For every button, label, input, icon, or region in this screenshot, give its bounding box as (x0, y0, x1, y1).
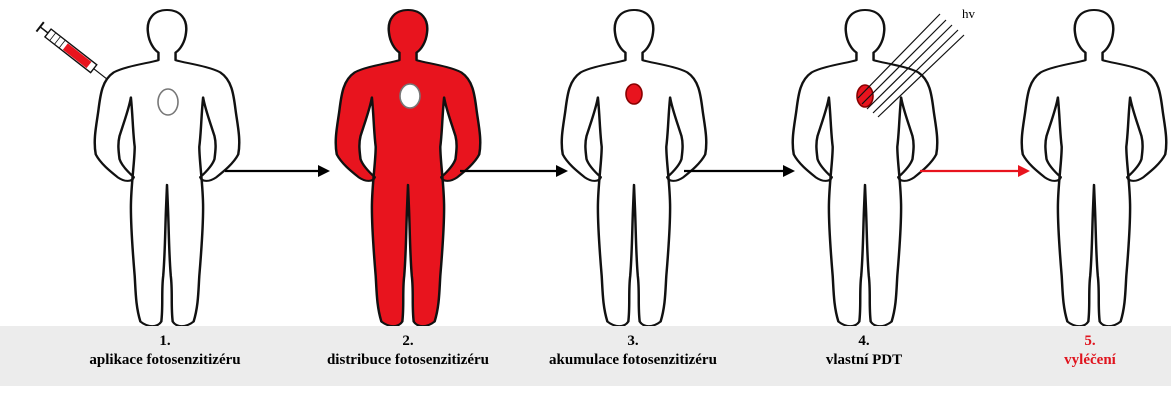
step-4-label: vlastní PDT (749, 351, 979, 370)
step-3-number: 3. (518, 332, 748, 351)
step-2-number: 2. (293, 332, 523, 351)
step-1-number: 1. (50, 332, 280, 351)
figure-5 (1022, 10, 1167, 326)
figure-4 (793, 10, 938, 326)
step-1-caption: 1. aplikace fotosenzitizéru (50, 332, 280, 370)
light-label: hv (962, 6, 975, 22)
tumor-outline-1 (158, 89, 178, 115)
step-4-number: 4. (749, 332, 979, 351)
step-5-caption: 5. vyléčení (975, 332, 1171, 370)
arrow-4 (920, 165, 1030, 177)
syringe-icon (36, 22, 110, 83)
step-3-label: akumulace fotosenzitizéru (518, 351, 748, 370)
figure-3 (562, 10, 707, 326)
arrow-1 (225, 165, 330, 177)
arrow-2 (460, 165, 568, 177)
tumor-red-3 (626, 84, 642, 104)
step-2-label: distribuce fotosenzitizéru (293, 351, 523, 370)
step-1-label: aplikace fotosenzitizéru (50, 351, 280, 370)
figure-2 (336, 10, 481, 326)
step-3-caption: 3. akumulace fotosenzitizéru (518, 332, 748, 370)
arrow-3 (684, 165, 795, 177)
step-2-caption: 2. distribuce fotosenzitizéru (293, 332, 523, 370)
figures-group (95, 10, 1167, 326)
step-5-number: 5. (975, 332, 1171, 351)
figure-1 (95, 10, 240, 326)
tumor-outline-2 (400, 84, 420, 108)
step-4-caption: 4. vlastní PDT (749, 332, 979, 370)
step-5-label: vyléčení (975, 351, 1171, 370)
